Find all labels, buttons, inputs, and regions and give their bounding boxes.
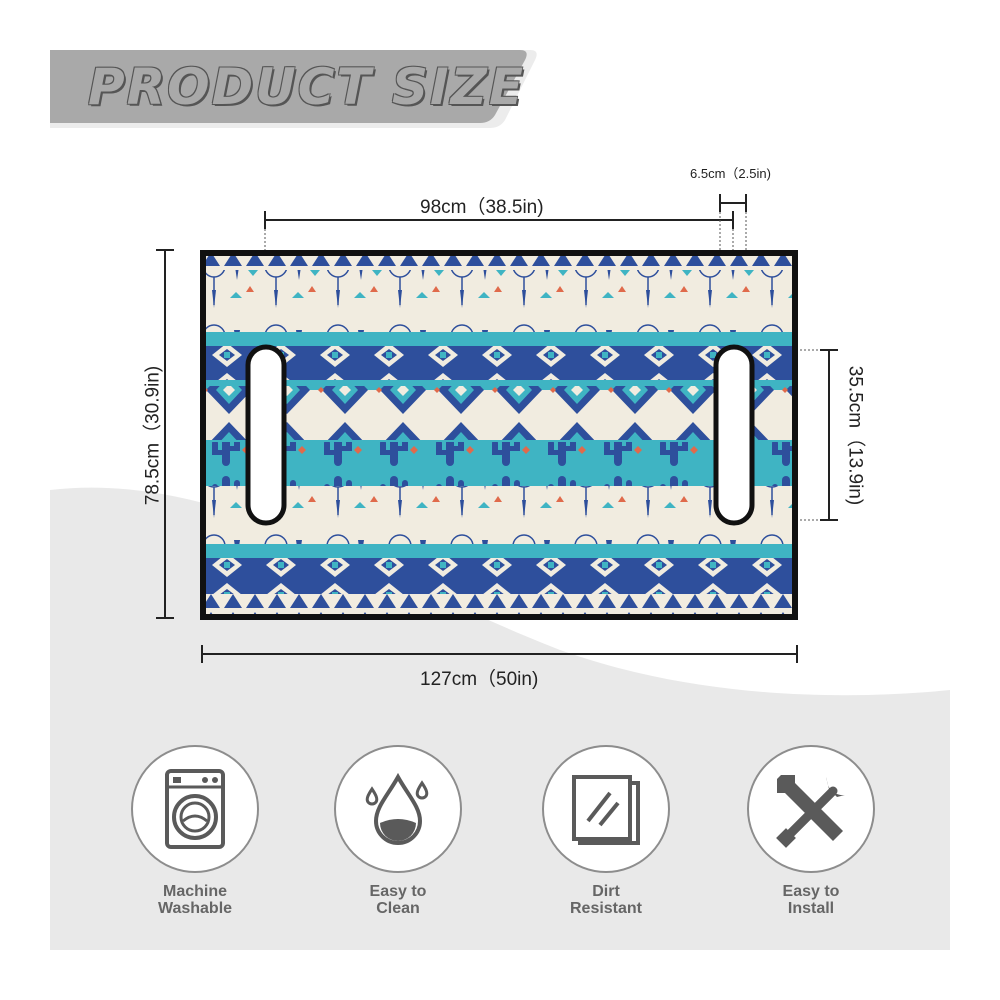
- washing-machine-icon: [165, 769, 225, 849]
- total-width-label: 127cm（50in): [420, 669, 539, 690]
- page-title: PRODUCT SIZE: [88, 58, 525, 116]
- feature-label-line1: Easy to: [369, 883, 427, 900]
- handle-length-label: 35.5cm（13.9in): [844, 365, 866, 506]
- title-banner: [50, 50, 537, 128]
- feature-label-line2: Washable: [157, 900, 233, 917]
- feature-label-line2: Install: [787, 900, 835, 917]
- feature-circle: [334, 745, 462, 873]
- feature-label-line2: Clean: [376, 900, 420, 917]
- wrench-screwdriver-icon: [776, 775, 845, 848]
- height-label: 78.5cm（30.9in): [142, 365, 164, 506]
- feature-label-line1: Machine: [162, 883, 227, 900]
- feature-label-line1: Easy to: [782, 883, 840, 900]
- feature-circle: [131, 745, 259, 873]
- handle-width-label: 6.5cm（2.5in): [690, 166, 771, 181]
- inner-width-label: 98cm（38.5in): [420, 197, 544, 218]
- water-drop-icon: [365, 772, 429, 845]
- glass-panel-icon: [572, 775, 640, 845]
- mat-pattern-image: [200, 250, 798, 620]
- feature-circle: [542, 745, 670, 873]
- feature-label-line1: Dirt: [592, 883, 620, 900]
- feature-label-line2: Resistant: [569, 900, 643, 917]
- feature-circle: [747, 745, 875, 873]
